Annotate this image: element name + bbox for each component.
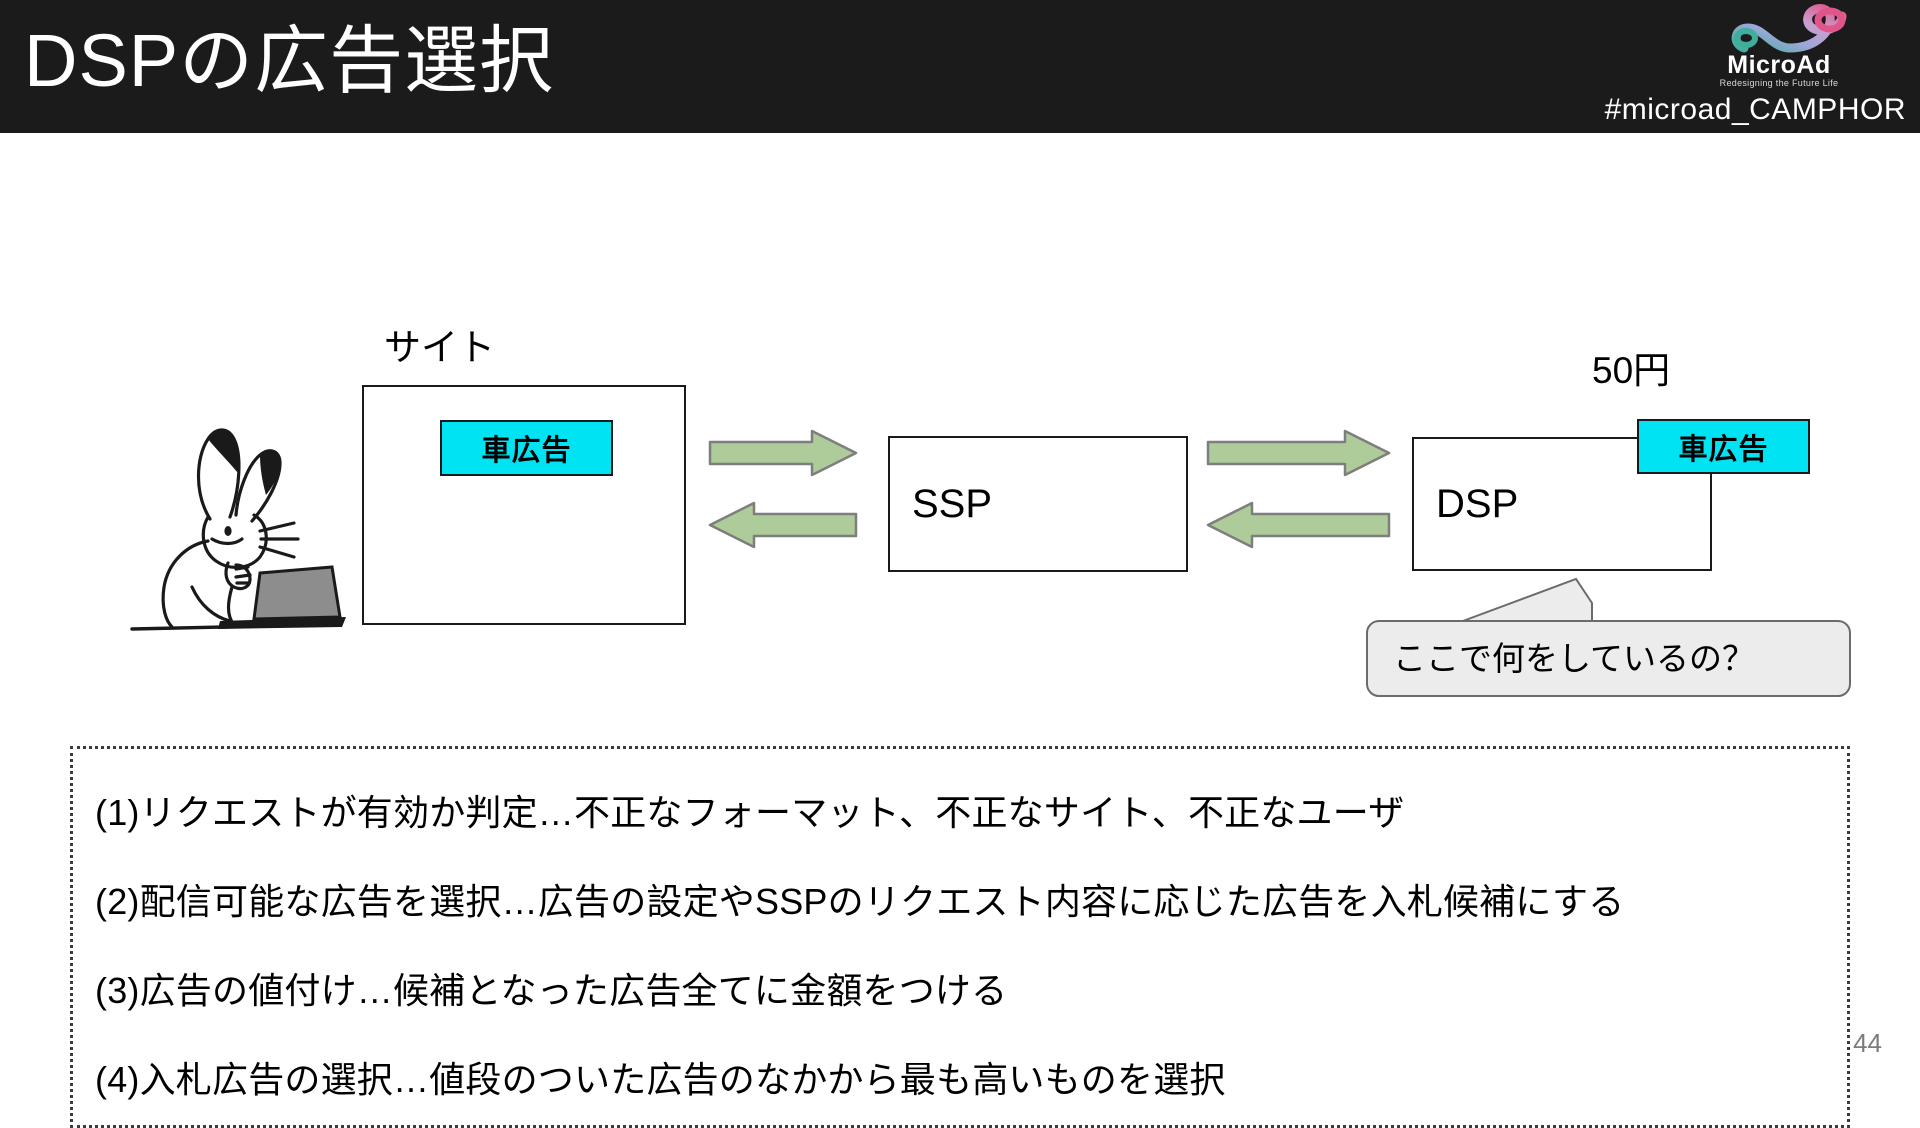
microad-infinity-icon — [1730, 4, 1850, 56]
page-number: 44 — [1853, 1028, 1882, 1058]
slide-body: サイト 車広告 SSP DSP 50円 車広告 — [0, 133, 1920, 1128]
brand-logo: MicroAd Redesigning the Future Life — [1608, 2, 1908, 130]
arrow-site-to-ssp — [708, 429, 858, 477]
list-item: (3)広告の値付け…候補となった広告全てに金額をつける — [95, 970, 1008, 1011]
list-item: (4)入札広告の選択…値段のついた広告のなかから最も高いものを選択 — [95, 1059, 1226, 1100]
arrow-dsp-to-ssp — [1206, 501, 1391, 549]
dsp-label: DSP — [1436, 482, 1519, 526]
ssp-box: SSP — [888, 436, 1188, 572]
speech-bubble-text: ここで何をしているの？ — [1393, 639, 1756, 677]
ssp-label: SSP — [912, 482, 993, 526]
list-item: (2)配信可能な広告を選択…広告の設定やSSPのリクエスト内容に応じた広告を入札… — [95, 881, 1625, 922]
speech-bubble: ここで何をしているの？ — [1366, 620, 1851, 697]
page-title: DSPの広告選択 — [24, 19, 555, 102]
dsp-price-label: 50円 — [1592, 350, 1671, 391]
arrow-ssp-to-dsp — [1206, 429, 1391, 477]
rabbit-with-laptop-illustration — [108, 391, 358, 636]
arrow-ssp-to-site — [708, 501, 858, 549]
steps-box: (1)リクエストが有効か判定…不正なフォーマット、不正なサイト、不正なユーザ (… — [70, 746, 1850, 1128]
list-item: (1)リクエストが有効か判定…不正なフォーマット、不正なサイト、不正なユーザ — [95, 792, 1405, 833]
slide-header: DSPの広告選択 MicroAd Redesigning the Future … — [0, 0, 1920, 133]
site-label: サイト — [384, 327, 495, 368]
site-ad-chip: 車広告 — [440, 420, 613, 476]
event-hashtag: #microad_CAMPHOR — [1604, 93, 1906, 126]
brand-name: MicroAd — [1727, 51, 1831, 79]
brand-tagline: Redesigning the Future Life — [1719, 78, 1839, 88]
dsp-ad-chip: 車広告 — [1637, 419, 1810, 474]
